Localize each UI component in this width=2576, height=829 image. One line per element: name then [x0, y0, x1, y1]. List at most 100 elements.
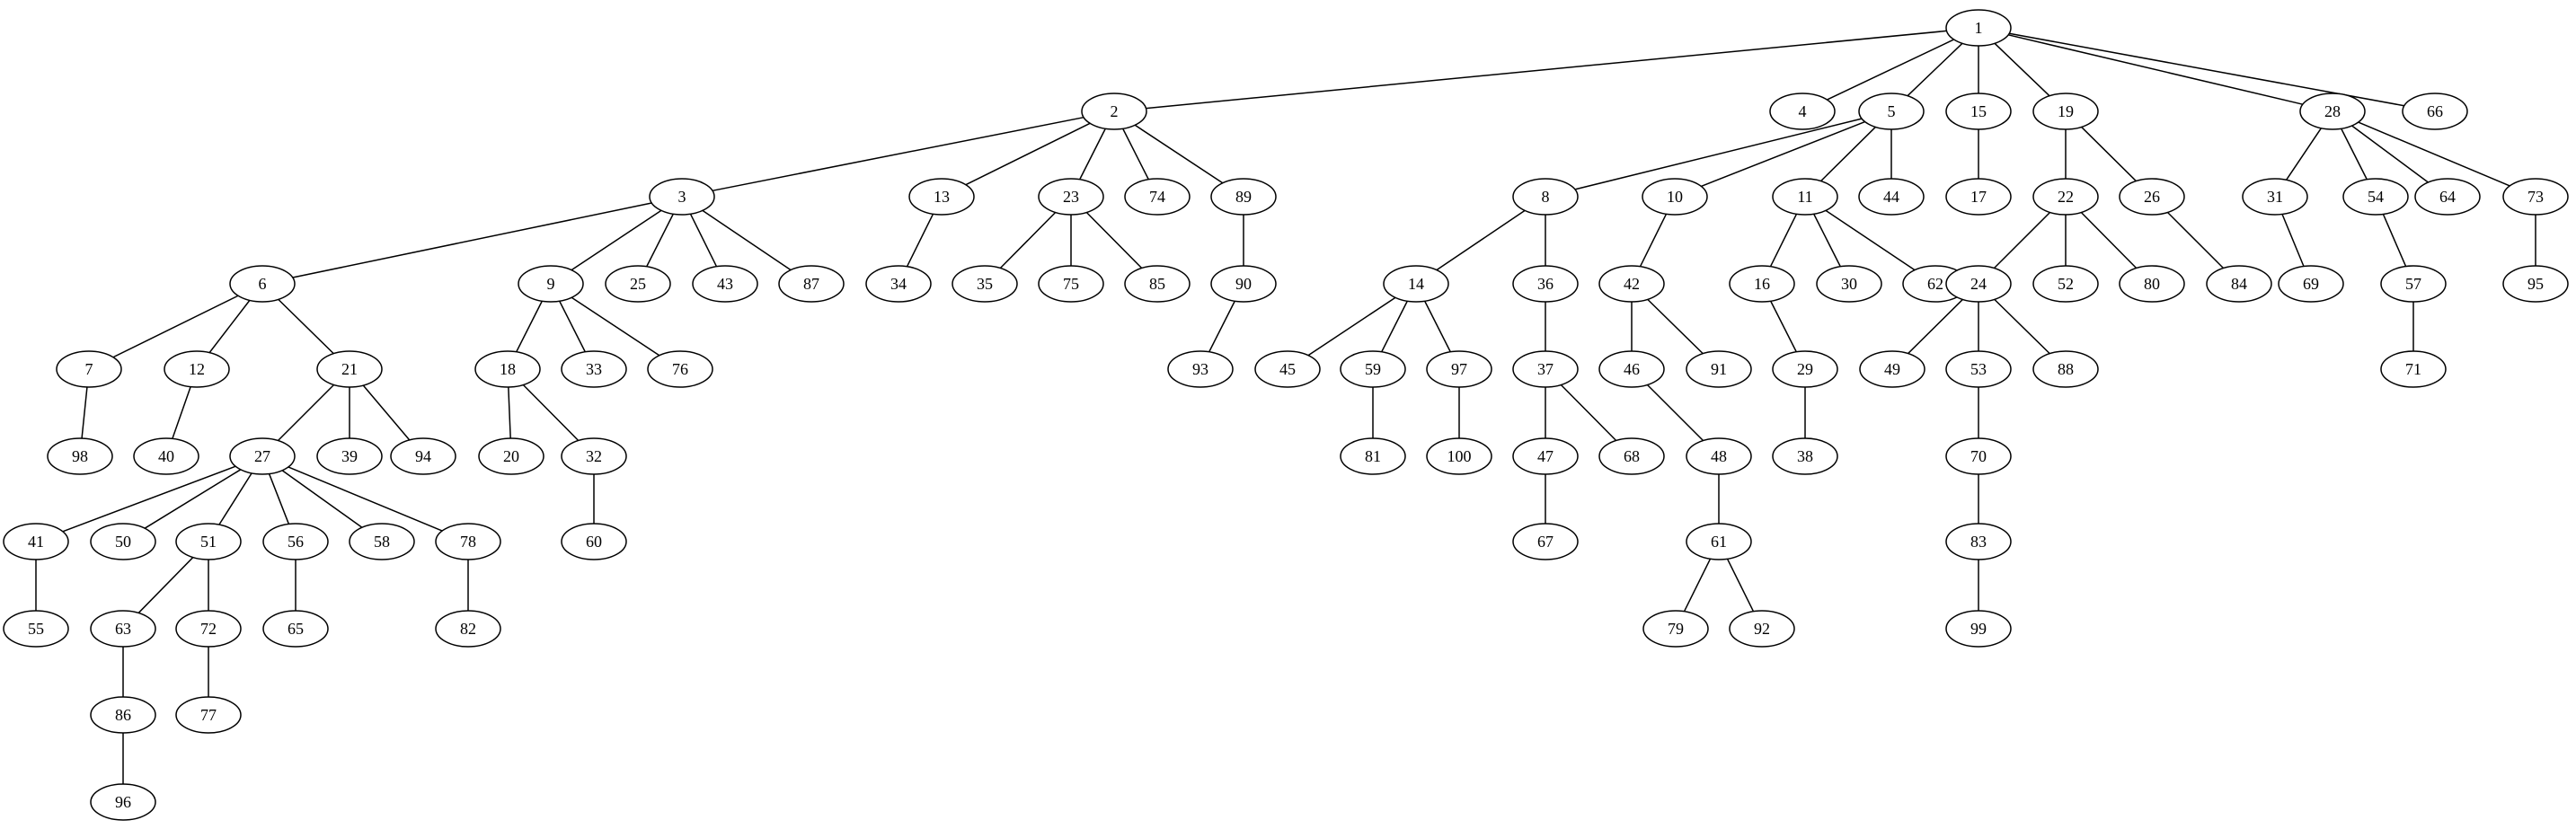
- node-label: 8: [1542, 188, 1550, 206]
- node-label: 7: [85, 360, 93, 378]
- node-72: 72: [175, 610, 242, 648]
- node-19: 19: [2032, 93, 2099, 130]
- node-label: 99: [1970, 620, 1987, 638]
- edge-90-93: [1208, 300, 1235, 353]
- edge-23-35: [999, 211, 1057, 269]
- node-ellipse: [2119, 265, 2185, 303]
- node-ellipse: [1512, 437, 1579, 475]
- edge-21-27: [277, 384, 335, 442]
- node-label: 94: [415, 447, 431, 465]
- node-ellipse: [90, 783, 156, 821]
- node-label: 52: [2058, 275, 2074, 293]
- node-56: 56: [262, 523, 329, 560]
- edge-3-9: [571, 209, 662, 271]
- node-ellipse: [561, 350, 627, 388]
- edge-6-7: [112, 295, 239, 358]
- node-label: 19: [2058, 102, 2074, 120]
- node-label: 88: [2058, 360, 2074, 378]
- node-label: 6: [259, 275, 267, 293]
- node-label: 60: [586, 533, 602, 551]
- edge-3-25: [646, 213, 674, 268]
- node-99: 99: [1945, 610, 2012, 648]
- node-ellipse: [1512, 350, 1579, 388]
- node-6: 6: [229, 265, 296, 303]
- node-label: 1: [1975, 19, 1983, 37]
- node-label: 26: [2144, 188, 2160, 206]
- node-41: 41: [3, 523, 69, 560]
- node-label: 31: [2267, 188, 2283, 206]
- node-28: 28: [2299, 93, 2366, 130]
- node-ellipse: [3, 523, 69, 560]
- node-label: 58: [374, 533, 390, 551]
- node-ellipse: [865, 265, 932, 303]
- node-ellipse: [1598, 265, 1665, 303]
- node-89: 89: [1210, 178, 1277, 216]
- node-ellipse: [1729, 610, 1795, 648]
- node-label: 27: [254, 447, 270, 465]
- node-label: 83: [1970, 533, 1987, 551]
- node-label: 43: [717, 275, 733, 293]
- node-ellipse: [175, 696, 242, 734]
- node-40: 40: [133, 437, 199, 475]
- node-83: 83: [1945, 523, 2012, 560]
- node-ellipse: [1340, 350, 1406, 388]
- node-73: 73: [2502, 178, 2569, 216]
- node-93: 93: [1167, 350, 1234, 388]
- edge-28-54: [2341, 128, 2368, 181]
- node-label: 73: [2527, 188, 2544, 206]
- node-15: 15: [1945, 93, 2012, 130]
- edge-5-11: [1820, 126, 1876, 182]
- node-71: 71: [2380, 350, 2447, 388]
- node-34: 34: [865, 265, 932, 303]
- node-label: 87: [803, 275, 819, 293]
- node-81: 81: [1340, 437, 1406, 475]
- node-ellipse: [1858, 93, 1925, 130]
- edge-2-74: [1122, 128, 1149, 181]
- node-ellipse: [164, 350, 230, 388]
- node-88: 88: [2032, 350, 2099, 388]
- edge-14-97: [1424, 300, 1451, 353]
- node-ellipse: [47, 437, 113, 475]
- edge-61-92: [1726, 558, 1755, 613]
- node-ellipse: [175, 523, 242, 560]
- node-14: 14: [1383, 265, 1449, 303]
- node-7: 7: [56, 350, 122, 388]
- node-ellipse: [262, 523, 329, 560]
- node-60: 60: [561, 523, 627, 560]
- node-label: 38: [1797, 447, 1813, 465]
- node-11: 11: [1772, 178, 1838, 216]
- node-label: 44: [1883, 188, 1899, 206]
- node-ellipse: [1512, 523, 1579, 560]
- node-label: 84: [2231, 275, 2247, 293]
- edge-46-48: [1646, 384, 1704, 442]
- edge-9-76: [571, 296, 660, 357]
- node-61: 61: [1686, 523, 1752, 560]
- node-label: 62: [1927, 275, 1943, 293]
- node-ellipse: [229, 265, 296, 303]
- node-52: 52: [2032, 265, 2099, 303]
- edge-24-88: [1994, 298, 2050, 355]
- node-42: 42: [1598, 265, 1665, 303]
- edge-2-89: [1134, 124, 1224, 184]
- node-ellipse: [1124, 178, 1191, 216]
- node-91: 91: [1686, 350, 1752, 388]
- node-ellipse: [908, 178, 975, 216]
- node-label: 50: [115, 533, 131, 551]
- node-85: 85: [1124, 265, 1191, 303]
- edge-22-80: [2080, 211, 2138, 269]
- edge-10-42: [1639, 213, 1668, 268]
- edge-16-29: [1770, 300, 1797, 353]
- node-ellipse: [1383, 265, 1449, 303]
- node-30: 30: [1816, 265, 1882, 303]
- node-12: 12: [164, 350, 230, 388]
- node-label: 14: [1408, 275, 1424, 293]
- node-label: 2: [1111, 102, 1119, 120]
- node-label: 5: [1888, 102, 1896, 120]
- node-ellipse: [2380, 350, 2447, 388]
- node-ellipse: [1945, 93, 2012, 130]
- node-94: 94: [390, 437, 456, 475]
- node-label: 82: [460, 620, 476, 638]
- edge-28-73: [2358, 121, 2510, 187]
- node-1: 1: [1945, 9, 2012, 47]
